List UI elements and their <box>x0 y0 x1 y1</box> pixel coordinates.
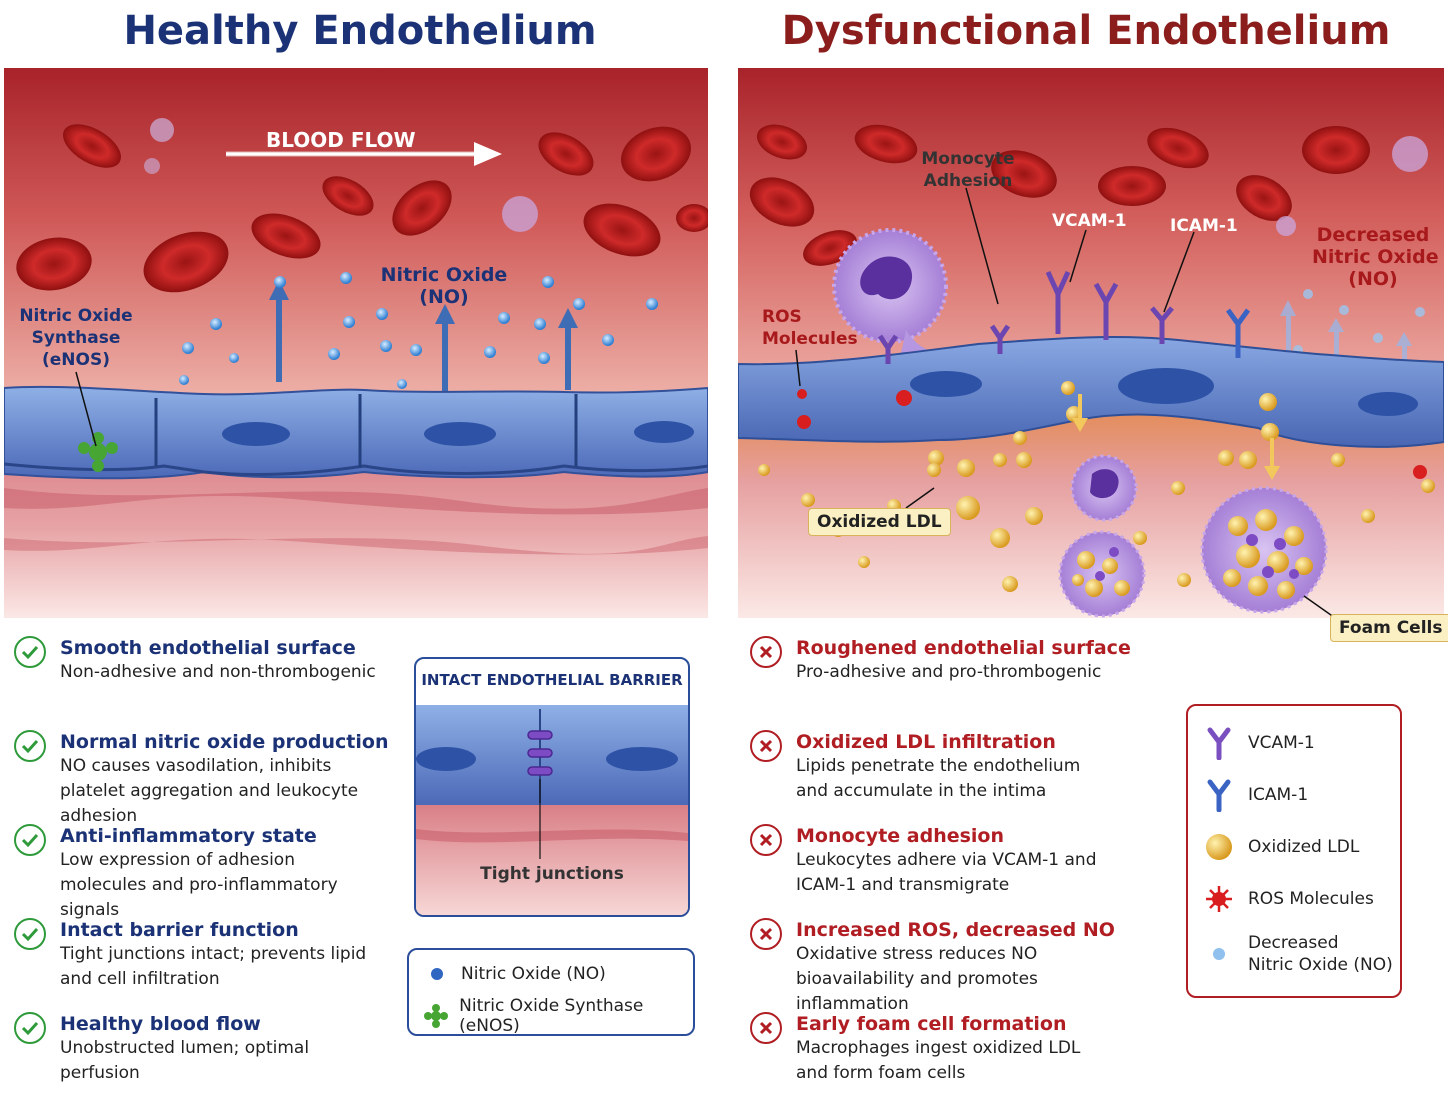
barrier-inset-title: INTACT ENDOTHELIAL BARRIER <box>421 671 683 689</box>
ros-icon <box>1202 882 1236 916</box>
cross-icon <box>750 918 782 950</box>
transmigration-arrows <box>1072 394 1280 480</box>
dysfunctional-title: Dysfunctional Endothelium <box>781 8 1391 54</box>
foam-cells <box>1058 454 1328 618</box>
legend-row-enos: Nitric Oxide Synthase (eNOS) <box>423 996 693 1036</box>
no-dot-icon <box>423 960 451 988</box>
ldl-icon <box>1202 830 1236 864</box>
cross-icon <box>750 1012 782 1044</box>
healthy-vessel-illustration <box>4 68 708 618</box>
list-item: Oxidized LDL infiltration Lipids penetra… <box>750 730 1150 824</box>
dysfunctional-legend: VCAM-1 ICAM-1 Oxidized LDL ROS Molecules… <box>1186 704 1402 998</box>
red-blood-cells <box>16 124 708 293</box>
oxidized-ldl-tag: Oxidized LDL <box>808 508 951 536</box>
vcam-label: VCAM-1 <box>1052 211 1127 231</box>
cross-icon <box>750 824 782 856</box>
legend-row-icam: ICAM-1 <box>1202 778 1308 812</box>
list-item: Intact barrier function Tight junctions … <box>14 918 394 1012</box>
foam-cells-tag: Foam Cells <box>1330 614 1448 642</box>
healthy-title: Healthy Endothelium <box>123 8 597 54</box>
decreased-no-icon <box>1202 937 1236 971</box>
icam-icon <box>1202 778 1236 812</box>
legend-row-no: Nitric Oxide (NO) <box>423 960 606 988</box>
ros-label: ROS Molecules <box>762 307 858 349</box>
check-icon <box>14 730 46 762</box>
legend-row-ros: ROS Molecules <box>1202 882 1374 916</box>
icam-label: ICAM-1 <box>1170 216 1238 236</box>
list-item: Smooth endothelial surface Non-adhesive … <box>14 636 394 730</box>
enos-label: Nitric Oxide Synthase (eNOS) <box>19 306 133 370</box>
monocyte-adhesion-label: Monocyte Adhesion <box>921 149 1015 191</box>
legend-row-vcam: VCAM-1 <box>1202 726 1315 760</box>
decreased-no-label: Decreased Nitric Oxide (NO) <box>1312 224 1439 290</box>
list-item: Normal nitric oxide production NO causes… <box>14 730 394 826</box>
nitric-oxide-label: Nitric Oxide (NO) <box>380 264 508 308</box>
check-icon <box>14 918 46 950</box>
nuclei <box>222 421 694 446</box>
monocyte-in-lumen <box>832 228 950 365</box>
list-item: Anti-inflammatory state Low expression o… <box>14 824 394 920</box>
barrier-inset: INTACT ENDOTHELIAL BARRIER Tight junctio… <box>414 657 690 917</box>
barrier-illustration <box>416 705 688 915</box>
list-item: Monocyte adhesion Leukocytes adhere via … <box>750 824 1150 918</box>
ros-molecules <box>797 389 1427 479</box>
check-icon <box>14 1012 46 1044</box>
adhesion-molecules <box>877 270 1174 364</box>
check-icon <box>14 824 46 856</box>
tight-junctions-label: Tight junctions <box>480 864 624 884</box>
vcam-icon <box>1202 726 1236 760</box>
legend-row-ldl: Oxidized LDL <box>1202 830 1359 864</box>
list-item: Healthy blood flow Unobstructed lumen; o… <box>14 1012 394 1106</box>
list-item: Early foam cell formation Macrophages in… <box>750 1012 1150 1106</box>
cross-icon <box>750 730 782 762</box>
no-arrows <box>269 280 578 392</box>
cross-icon <box>750 636 782 668</box>
list-item: Roughened endothelial surface Pro-adhesi… <box>750 636 1150 730</box>
check-icon <box>14 636 46 668</box>
enos-icon <box>423 1002 449 1030</box>
healthy-features-list: Smooth endothelial surface Non-adhesive … <box>14 636 394 1106</box>
dysfunctional-features-list: Roughened endothelial surface Pro-adhesi… <box>750 636 1150 1106</box>
tight-junction-icon <box>527 730 553 776</box>
upward-no-arrows <box>1280 300 1412 370</box>
blood-flow-label: BLOOD FLOW <box>266 128 416 152</box>
list-item: Increased ROS, decreased NO Oxidative st… <box>750 918 1150 1014</box>
dysfunctional-vessel-illustration <box>738 68 1444 618</box>
no-molecules <box>179 272 658 399</box>
red-blood-cells <box>749 124 1370 266</box>
healthy-legend: Nitric Oxide (NO) Nitric Oxide Synthase … <box>407 948 695 1036</box>
